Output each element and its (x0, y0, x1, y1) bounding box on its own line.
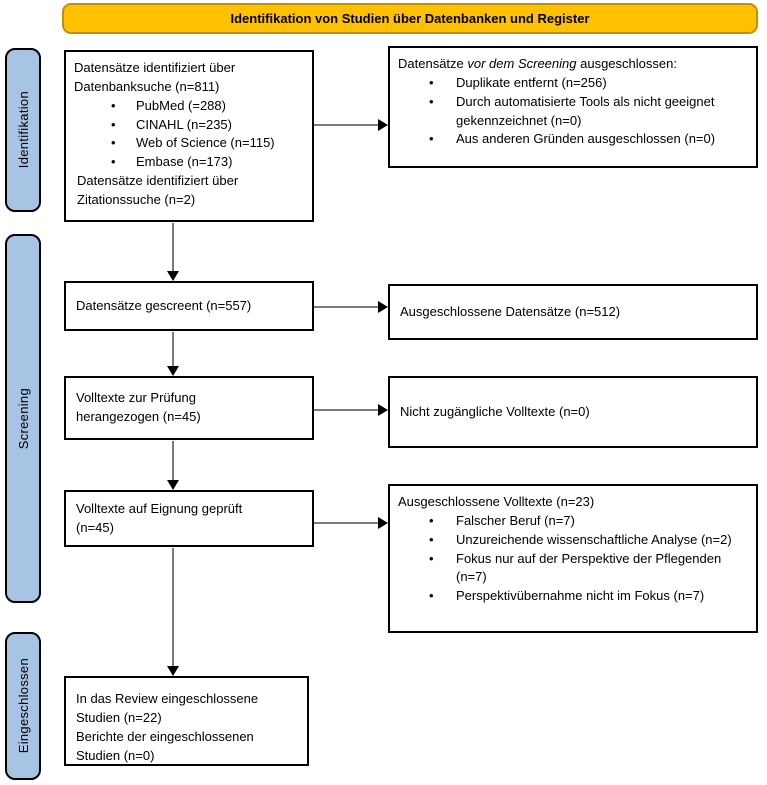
excluded-before-title-italic: vor dem Screening (467, 56, 577, 71)
arrow-down-assessed-to-included (167, 548, 179, 676)
box-records-screened: Datensätze gescreent (n=557) (64, 281, 314, 331)
bullet-item: Unzureichende wissenschaftliche Analyse … (398, 531, 748, 550)
bullet-item: Falscher Beruf (n=7) (398, 512, 748, 531)
excluded-before-title-prefix: Datensätze (398, 56, 468, 71)
records-identified-citation: Datensätze identifiziert über Zitationss… (77, 173, 239, 207)
bullet-item: PubMed (=288) (74, 97, 304, 116)
bullet-item: Aus anderen Gründen ausgeschlossen (n=0) (398, 130, 748, 149)
bullet-item: Web of Science (n=115) (74, 134, 304, 153)
diagram-title: Identifikation von Studien über Datenban… (230, 11, 590, 26)
fulltext-not-accessible-text: Nicht zugängliche Volltexte (n=0) (400, 403, 590, 419)
stage-identification-text: Identifikation (15, 91, 31, 169)
stage-label-included: Eingeschlossen (5, 632, 41, 780)
stage-included-text: Eingeschlossen (15, 658, 31, 754)
fulltext-excluded-title: Ausgeschlossene Volltexte (n=23) (398, 494, 595, 509)
bullet-item: Embase (n=173) (74, 153, 304, 172)
excluded-before-title: Datensätze vor dem Screening ausgeschlos… (398, 55, 748, 74)
included-studies-text: In das Review eingeschlossene Studien (n… (76, 691, 259, 763)
bullet-item: Perspektivübernahme nicht im Fokus (n=7) (398, 587, 748, 606)
arrow-right-retrieved-to-not-accessible (314, 404, 388, 416)
arrow-right-identified-to-excluded (314, 119, 388, 131)
records-screened-text: Datensätze gescreent (n=557) (76, 297, 252, 313)
fulltext-excluded-bullet-list: Falscher Beruf (n=7) Unzureichende wisse… (398, 512, 748, 606)
fulltext-retrieved-text: Volltexte zur Prüfung herangezogen (n=45… (76, 390, 201, 424)
records-identified-bullet-list: PubMed (=288) CINAHL (n=235) Web of Scie… (74, 97, 304, 172)
box-fulltext-retrieved: Volltexte zur Prüfung herangezogen (n=45… (64, 376, 314, 440)
arrow-down-screened-to-retrieved (167, 332, 179, 376)
arrow-down-identified-to-screened (167, 223, 179, 281)
stage-label-identification: Identifikation (5, 48, 41, 212)
fulltext-assessed-text: Volltexte auf Eignung geprüft (n=45) (76, 500, 243, 535)
box-included-studies: In das Review eingeschlossene Studien (n… (64, 676, 309, 766)
box-excluded-before-screening: Datensätze vor dem Screening ausgeschlos… (388, 46, 758, 168)
box-fulltext-not-accessible: Nicht zugängliche Volltexte (n=0) (388, 376, 758, 448)
excluded-before-title-suffix: ausgeschlossen: (576, 56, 677, 71)
bullet-item: Fokus nur auf der Perspektive der Pflege… (398, 550, 748, 588)
records-identified-intro: Datensätze identifiziert über Datenbanks… (74, 60, 236, 94)
stage-label-screening: Screening (5, 234, 41, 603)
records-excluded-text: Ausgeschlossene Datensätze (n=512) (400, 303, 621, 319)
box-fulltext-assessed: Volltexte auf Eignung geprüft (n=45) (64, 490, 314, 547)
box-records-excluded: Ausgeschlossene Datensätze (n=512) (388, 284, 758, 340)
box-records-identified: Datensätze identifiziert über Datenbanks… (64, 50, 314, 222)
arrow-right-screened-to-excluded (314, 301, 388, 313)
box-fulltext-excluded: Ausgeschlossene Volltexte (n=23) Falsche… (388, 484, 758, 633)
bullet-item: Durch automatisierte Tools als nicht gee… (398, 93, 748, 131)
bullet-item: Duplikate entfernt (n=256) (398, 74, 748, 93)
bullet-item: CINAHL (n=235) (74, 116, 304, 135)
diagram-title-banner: Identifikation von Studien über Datenban… (62, 3, 758, 34)
excluded-before-bullet-list: Duplikate entfernt (n=256) Durch automat… (398, 74, 748, 149)
arrow-right-assessed-to-excluded (314, 517, 388, 529)
stage-screening-text: Screening (15, 387, 31, 450)
arrow-down-retrieved-to-assessed (167, 441, 179, 490)
